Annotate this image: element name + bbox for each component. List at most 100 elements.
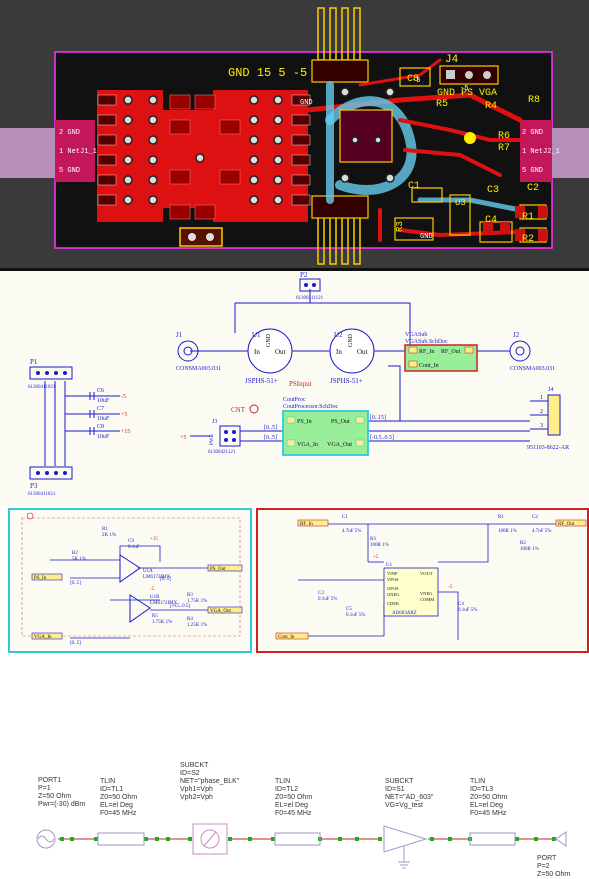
vgasub-pin-r0: VOUT (420, 571, 433, 576)
tl1-line-2: Z0=50 Ohm (100, 794, 137, 801)
bottom-header-body (311, 195, 369, 219)
pcb-r7: R7 (498, 143, 510, 154)
top-level-schematic: P2 61300311121 J1 CONSMA003.031 U1 In Ou… (0, 268, 589, 506)
pcb-u3: U3 (455, 198, 466, 208)
j3-plus5: +5 (180, 435, 186, 441)
pcb-right-net-2: 1 NetJ2_1 (522, 148, 560, 156)
j1-label: J1 (176, 331, 183, 339)
vgasub-cont-in: Cont_In (278, 635, 295, 640)
coutproc-canvas: PS_In PS_Out VGA_In VGA_Out R1 2K 1% R2 … (21, 512, 243, 646)
pcb-right-net-3: 5 GND (522, 167, 543, 175)
port1-line-2: Z=50 Ohm (38, 793, 71, 800)
u2-part: JSPHS-51+ (330, 377, 363, 385)
tl2-line-4: F0=45 MHz (275, 810, 312, 817)
vgasub-r1v: 100R 1% (498, 529, 517, 534)
cntproc-ps-in: PS_In (297, 419, 312, 425)
p3-header (29, 466, 73, 480)
vgasub-r3v: 100R 1% (370, 543, 389, 548)
vgasub-subsheet: RF_In RF_Out Cont_In C1 4.7nF 5% C2 4.7n… (256, 508, 589, 653)
bus-vga-out: [-0.5..0.5] (370, 435, 394, 441)
s1-amp-block[interactable] (383, 825, 428, 853)
cntproc-file: CoutProcessor.SchDoc (283, 404, 339, 410)
smd-pads (169, 94, 241, 220)
coutproc-bus: [0..5] (70, 581, 81, 586)
bus-ps-out: [0..15] (370, 415, 386, 421)
s2-phase-block[interactable] (192, 823, 228, 855)
pcb-left-net-2: 1 NetJ1_1 (59, 148, 97, 156)
vgasub-pin-r1: VNEG (420, 591, 433, 596)
cntproc-vga-in: VGA_In (297, 442, 318, 448)
tl2-line-1: ID=TL2 (275, 786, 298, 793)
coutproc-r1: R1 (102, 527, 108, 532)
port1-line-1: P=1 (38, 785, 51, 792)
rail-m5: -5 (121, 394, 126, 400)
vgasub-c2: C2 (532, 515, 538, 520)
coutproc-r2v: 5K 1% (72, 557, 86, 562)
pcb-r3: R3 (395, 221, 405, 232)
pcb-canvas: GND 15 5 -5 J4 GND PS VGA C8 R5 R4 R8 R6… (0, 7, 589, 265)
tl1-line-3: EL=el Deg (100, 802, 133, 809)
pcb-r8: R8 (528, 95, 540, 106)
tl1-line-0: TLIN (100, 778, 115, 785)
j1-part: CONSMA003.031 (176, 366, 221, 372)
vgasub-pin-l0: VINP (387, 571, 398, 576)
p2-header (299, 278, 321, 292)
coutproc-r4v: 1.25K 1% (187, 623, 207, 628)
j4-label: J4 (548, 387, 553, 393)
j2-label: J2 (513, 331, 520, 339)
coutproc-r1v: 2K 1% (102, 533, 116, 538)
j3-part: 61300421121 (208, 450, 236, 455)
coutproc-bus3: [-0.5..0.5] (170, 604, 190, 609)
tl1-block[interactable] (97, 832, 145, 846)
rf-nodes (60, 837, 556, 841)
cnt-label: CNT (231, 406, 246, 414)
s1-line-2: NET="AD_603" (385, 794, 434, 801)
pcb-silk-1: -5 (412, 77, 420, 85)
vgasub-file: VGASub.SchDoc (405, 339, 448, 345)
port1-symbol[interactable] (36, 829, 56, 849)
cntproc-sheet[interactable] (282, 410, 369, 456)
vgasub-m5: -5 (448, 585, 453, 590)
s2-line-3: Vph1=Vph (180, 786, 213, 793)
cntproc-title: CoutProc (283, 397, 306, 403)
u2-out: Out (357, 348, 368, 356)
pcb-left-net-1: 2 GND (59, 129, 80, 137)
coutproc-r5: R5 (152, 614, 158, 619)
vgasub-pin-l2: GPOS (387, 586, 399, 591)
tl3-block[interactable] (469, 832, 516, 846)
port1-line-3: Pwr=(-30) dBm (38, 801, 85, 808)
pcb-right-net-1: 2 GND (522, 129, 543, 137)
schematic-wires (44, 289, 530, 466)
coutproc-r3: R3 (187, 593, 193, 598)
vgasub-rf-out: RF_Out (558, 522, 575, 527)
pcb-left-net-3: 5 GND (59, 167, 80, 175)
c6-value: 10uF (97, 398, 110, 404)
vgasub-r1: R1 (498, 515, 504, 520)
vgasub-title: VGASub (405, 332, 427, 338)
bus-vga-in: [0..5] (264, 435, 277, 441)
s2-line-4: Vph2=Vph (180, 794, 213, 801)
pcb-c8: C8 (407, 74, 419, 85)
right-edge-copper (520, 120, 552, 182)
tl2-line-3: EL=el Deg (275, 802, 308, 809)
ad603-chip (383, 567, 439, 617)
vgasub-c3v: 0.1uF 5% (318, 597, 337, 602)
p2-part: 61300311121 (296, 296, 324, 301)
vgasub-c1v: 4.7nF 5% (342, 529, 361, 534)
port2-symbol[interactable] (555, 831, 567, 847)
coutproc-m5: -5 (150, 587, 155, 592)
p3-part: 61300411021 (28, 492, 56, 497)
coutproc-bus-out: [0..5] (160, 577, 171, 582)
coutproc-r3v: 1.75K 1% (187, 599, 207, 604)
tl2-block[interactable] (274, 832, 321, 846)
s1-line-1: ID=S1 (385, 786, 405, 793)
tl3-line-1: ID=TL3 (470, 786, 493, 793)
left-connector-pad (0, 128, 56, 178)
u1-gnd: GND (266, 333, 272, 347)
u1-label: U1 (252, 331, 261, 339)
coutproc-r5v: 1.75K 1% (152, 620, 172, 625)
s2-line-2: NET="phase_BLK" (180, 778, 240, 785)
port2-line-0: PORT (537, 855, 557, 862)
u1-part: JSPHS-51+ (245, 377, 278, 385)
smd-resistors (483, 206, 548, 241)
